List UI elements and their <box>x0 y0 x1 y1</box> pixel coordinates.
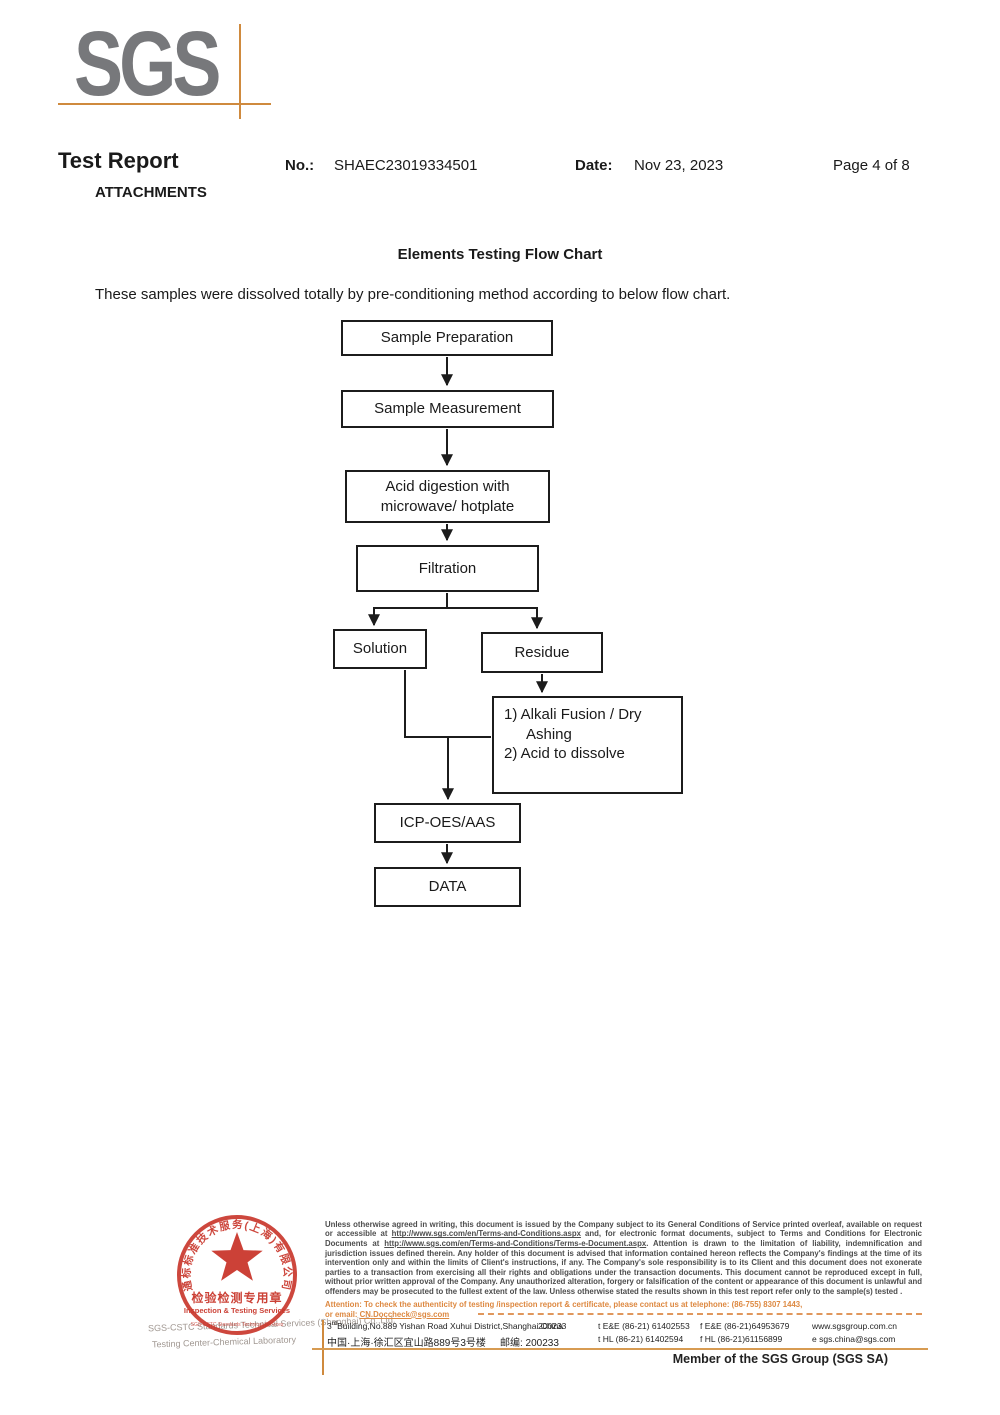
flow-chart-intro: These samples were dissolved totally by … <box>95 286 731 303</box>
stamp-cn-text: 检验检测专用章 <box>191 1290 282 1305</box>
stamp-ring <box>177 1215 297 1335</box>
flow-node-filtration: Filtration <box>356 545 539 592</box>
address-crosshair-vertical <box>322 1320 324 1375</box>
stamp-en-text: Inspection & Testing Services <box>184 1306 290 1315</box>
logo-crosshair-horizontal <box>58 103 271 105</box>
report-date-value: Nov 23, 2023 <box>634 157 724 174</box>
fax-2: f HL (86-21)61156899 <box>700 1334 783 1344</box>
legal-text: Unless otherwise agreed in writing, this… <box>325 1219 922 1239</box>
address-en-number: 3 <box>327 1321 332 1331</box>
flow-node-label: Solution <box>352 640 408 658</box>
flow-node-label-line2: Ashing <box>526 725 572 743</box>
flow-node-acid-digestion: Acid digestion with microwave/ hotplate <box>345 470 550 523</box>
sgs-group-member-note: Member of the SGS Group (SGS SA) <box>672 1352 888 1366</box>
flow-node-label: Filtration <box>418 559 477 577</box>
flow-node-label-line1: 1) Alkali Fusion / Dry <box>504 706 642 723</box>
attachments-heading: ATTACHMENTS <box>95 184 207 201</box>
flow-node-solution: Solution <box>333 629 427 669</box>
report-date-label: Date: <box>575 157 613 174</box>
doccheck-email-link[interactable]: CN.Doccheck@sgs.com <box>359 1309 450 1319</box>
flow-node-label-line2: microwave/ hotplate <box>380 497 515 515</box>
email-link[interactable]: e sgs.china@sgs.com <box>812 1334 896 1344</box>
telephone-1: t E&E (86-21) 61402553 <box>598 1321 690 1331</box>
report-title: Test Report <box>58 148 179 173</box>
telephone-2: t HL (86-21) 61402594 <box>598 1334 684 1344</box>
postal-code-cn: 邮编: 200233 <box>500 1338 559 1349</box>
flow-node-label: Sample Measurement <box>374 400 521 418</box>
legal-disclaimer: Unless otherwise agreed in writing, this… <box>325 1220 922 1297</box>
address-en: 3rdBuilding,No.889 Yishan Road Xuhui Dis… <box>327 1321 563 1331</box>
logo-crosshair-vertical <box>239 24 241 119</box>
flow-node-sample-measurement: Sample Measurement <box>341 390 554 428</box>
postal-code-en: 200233 <box>538 1321 567 1331</box>
website-link[interactable]: www.sgsgroup.com.cn <box>812 1321 898 1331</box>
flow-node-sample-preparation: Sample Preparation <box>341 320 553 356</box>
flow-node-label-line3: 2) Acid to dissolve <box>504 745 625 762</box>
legal-text: . Attention is drawn to the limitation o… <box>325 1238 922 1296</box>
stamp-bottom-text: SGS-CSTC Standards Technical Services <box>191 1322 284 1328</box>
attention-notice: Attention: To check the authenticity of … <box>325 1300 922 1319</box>
attention-email-label: or email: <box>325 1309 360 1319</box>
legal-text: and, for electronic format documents, su… <box>325 1229 923 1248</box>
report-no-label: No.: <box>285 157 315 174</box>
address-cn: 中国·上海·徐汇区宜山路889号3号楼 <box>327 1338 486 1349</box>
company-stamp: 通标标准技术服务(上海)有限公司 检验检测专用章 Inspection & Te… <box>177 1215 297 1335</box>
flow-node-residue: Residue <box>481 632 603 673</box>
attention-line1: Attention: To check the authenticity of … <box>325 1300 803 1309</box>
stamp-star-icon <box>211 1232 263 1281</box>
flow-node-icp-oes-aas: ICP-OES/AAS <box>374 803 521 843</box>
terms-e-document-link[interactable]: http://www.sgs.com/en/Terms-and-Conditio… <box>384 1238 647 1248</box>
flow-chart-title: Elements Testing Flow Chart <box>397 246 603 263</box>
flow-node-label: Residue <box>514 643 570 661</box>
address-crosshair-horizontal <box>312 1348 928 1350</box>
fax-1: f E&E (86-21)64953679 <box>700 1321 790 1331</box>
flow-node-label: DATA <box>428 878 467 896</box>
dashed-separator <box>478 1313 922 1315</box>
flow-node-alkali-fusion: 1) Alkali Fusion / Dry Ashing 2) Acid to… <box>492 696 683 794</box>
flow-node-label: Sample Preparation <box>380 329 514 347</box>
report-no-value: SHAEC23019334501 <box>334 157 478 174</box>
terms-conditions-link[interactable]: http://www.sgs.com/en/Terms-and-Conditio… <box>391 1229 581 1239</box>
page-number: Page 4 of 8 <box>833 157 910 174</box>
sgs-logo: SGS <box>74 13 221 115</box>
flow-node-data: DATA <box>374 867 521 907</box>
flow-node-label: ICP-OES/AAS <box>399 814 496 832</box>
address-en-text: Building,No.889 Yishan Road Xuhui Distri… <box>337 1321 563 1331</box>
address-en-sup: rd <box>331 1321 338 1328</box>
flow-node-label-line1: Acid digestion with <box>385 478 510 495</box>
